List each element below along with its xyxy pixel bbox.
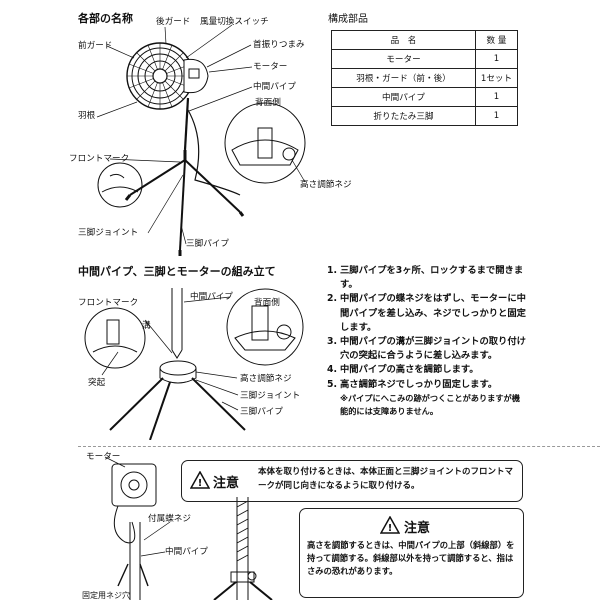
part-name: モーター	[331, 49, 476, 69]
assembly-illustration	[84, 288, 304, 440]
part-name: 折りたたみ三脚	[331, 106, 476, 126]
part-qty: 1	[475, 87, 518, 107]
label-middle-pipe: 中間パイプ	[253, 82, 296, 92]
parts-header-name: 品 名	[331, 30, 476, 50]
part-name: 中間パイプ	[331, 87, 476, 107]
label-swing-knob: 首振りつまみ	[253, 40, 305, 50]
warning-triangle-icon: !	[190, 471, 210, 489]
assembly-steps: 1.三脚パイプを3ヶ所、ロックするまで開きます。 2.中間パイプの蝶ネジをはずし…	[327, 264, 527, 418]
part-name: 羽根・ガード（前・後）	[331, 68, 476, 88]
label-tripod-joint: 三脚ジョイント	[78, 228, 139, 238]
label-back-side-2: 背面側	[254, 298, 280, 308]
caution-heading-2: 注意	[404, 521, 431, 536]
section1-title: 各部の名称	[78, 12, 133, 25]
part-qty: 1	[475, 49, 518, 69]
step-item: 1.三脚パイプを3ヶ所、ロックするまで開きます。	[327, 265, 524, 291]
parts-table-title: 構成部品	[328, 14, 368, 25]
step-item: 3.中間パイプの溝が三脚ジョイントの取り付け穴の突起に合うように差し込みます。	[327, 336, 526, 362]
divider	[78, 446, 600, 447]
caution-box-1: ! 注意 本体を取り付けるときは、本体正面と三脚ジョイントのフロントマークが同じ…	[181, 460, 523, 502]
label-tripod-joint-2: 三脚ジョイント	[240, 391, 301, 401]
fan-overview-illustration	[96, 24, 306, 256]
label-fix-hole: 固定用ネジ穴	[82, 591, 130, 600]
step-item: 4.中間パイプの高さを調節します。	[327, 364, 479, 376]
label-front-guard: 前ガード	[78, 41, 113, 51]
label-front-mark: フロントマーク	[69, 154, 130, 164]
label-motor-3: モーター	[86, 452, 121, 462]
label-tripod-pipe: 三脚パイプ	[186, 239, 229, 249]
label-height-screw: 高さ調節ネジ	[300, 180, 352, 190]
label-groove: 溝	[142, 321, 151, 331]
step-item: 5.高さ調節ネジでしっかり固定します。	[327, 378, 498, 390]
label-middle-pipe-2: 中間パイプ	[190, 292, 233, 302]
svg-text:!: !	[388, 523, 393, 534]
caution-text-2: 高さを調節するときは、中間パイプの上部（斜線部）を持って調節する。斜線部以外を持…	[307, 540, 515, 576]
step-note: ※パイプにへこみの跡がつくことがありますが機能的には支障ありません。	[340, 392, 520, 416]
caution-heading-1: 注意	[213, 476, 240, 491]
caution-text-1: 本体を取り付けるときは、本体正面と三脚ジョイントのフロントマークが同じ向きになる…	[258, 467, 514, 491]
label-tripod-pipe-2: 三脚パイプ	[240, 407, 283, 417]
svg-text:!: !	[198, 478, 203, 489]
label-protrusion: 突起	[88, 378, 106, 388]
label-motor: モーター	[253, 62, 288, 72]
label-back-side: 背面側	[255, 98, 281, 108]
section2-title: 中間パイプ、三脚とモーターの組み立て	[78, 265, 276, 278]
warning-triangle-icon: !	[380, 516, 400, 534]
label-height-screw-2: 高さ調節ネジ	[240, 374, 292, 384]
motor-pipe-illustration	[104, 456, 273, 600]
part-qty: 1セット	[475, 68, 518, 88]
label-middle-pipe-3: 中間パイプ	[165, 547, 208, 557]
part-qty: 1	[475, 106, 518, 126]
caution-box-2: ! 注意 高さを調節するときは、中間パイプの上部（斜線部）を持って調節する。斜線…	[299, 508, 524, 598]
label-wing-screw: 付属蝶ネジ	[148, 514, 191, 524]
label-front-mark-2: フロントマーク	[78, 298, 139, 308]
parts-header-qty: 数 量	[475, 30, 518, 50]
step-item: 2.中間パイプの蝶ネジをはずし、モーターに中間パイプを差し込み、ネジでしっかりと…	[327, 293, 526, 333]
label-speed-switch: 風量切換スイッチ	[200, 17, 269, 27]
label-blade: 羽根	[78, 111, 96, 121]
label-rear-guard: 後ガード	[156, 17, 191, 27]
table-row: 羽根・ガード（前・後）1セット	[331, 68, 518, 88]
